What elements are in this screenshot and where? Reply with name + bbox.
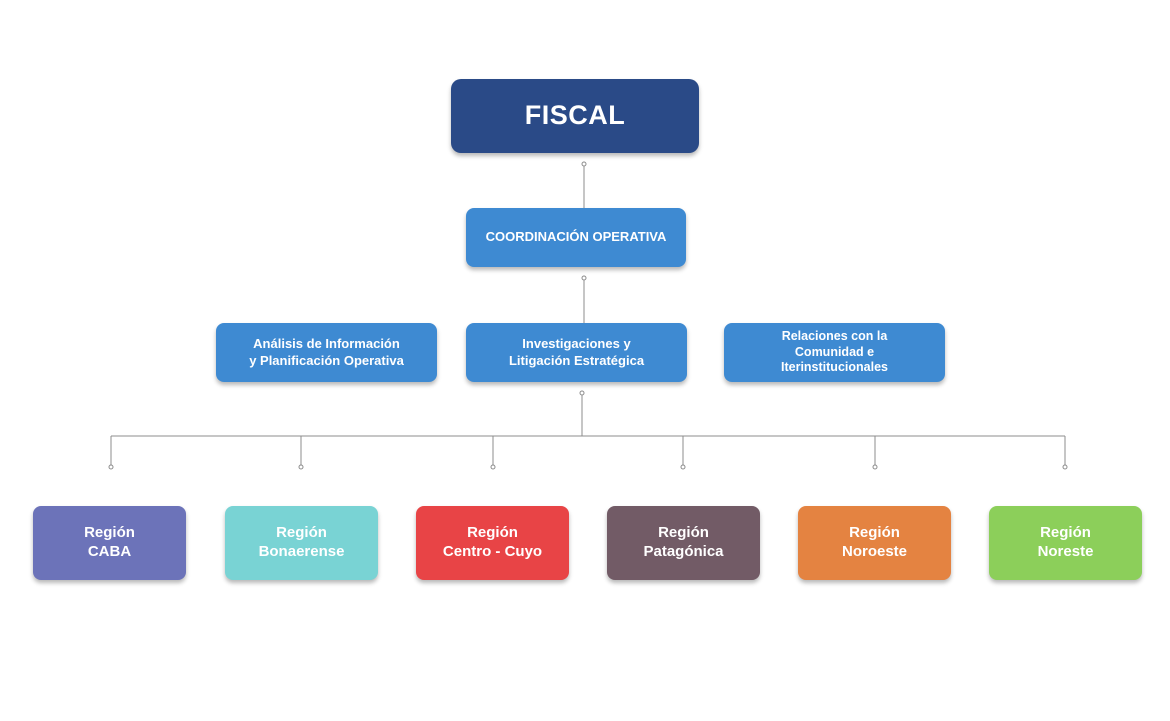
connector-node (872, 464, 878, 470)
connector-node (108, 464, 114, 470)
region-node-caba: Región CABA (33, 506, 186, 580)
region-node-noreste: Región Noreste (989, 506, 1142, 580)
region-node-bonaerense: Región Bonaerense (225, 506, 378, 580)
fiscal-node: FISCAL (451, 79, 699, 153)
area-node-community-relations: Relaciones con la Comunidad e Iterinstit… (724, 323, 945, 382)
area-node-investigations: Investigaciones y Litigación Estratégica (466, 323, 687, 382)
connector-node (490, 464, 496, 470)
connector-node (579, 390, 585, 396)
region-node-centro-cuyo: Región Centro - Cuyo (416, 506, 569, 580)
connector-node (581, 275, 587, 281)
coordination-node: COORDINACIÓN OPERATIVA (466, 208, 686, 267)
connector-node (1062, 464, 1068, 470)
region-node-patagonica: Región Patagónica (607, 506, 760, 580)
connector-node (298, 464, 304, 470)
connector-node (581, 161, 587, 167)
region-node-noroeste: Región Noroeste (798, 506, 951, 580)
area-node-analysis: Análisis de Información y Planificación … (216, 323, 437, 382)
connector-node (680, 464, 686, 470)
